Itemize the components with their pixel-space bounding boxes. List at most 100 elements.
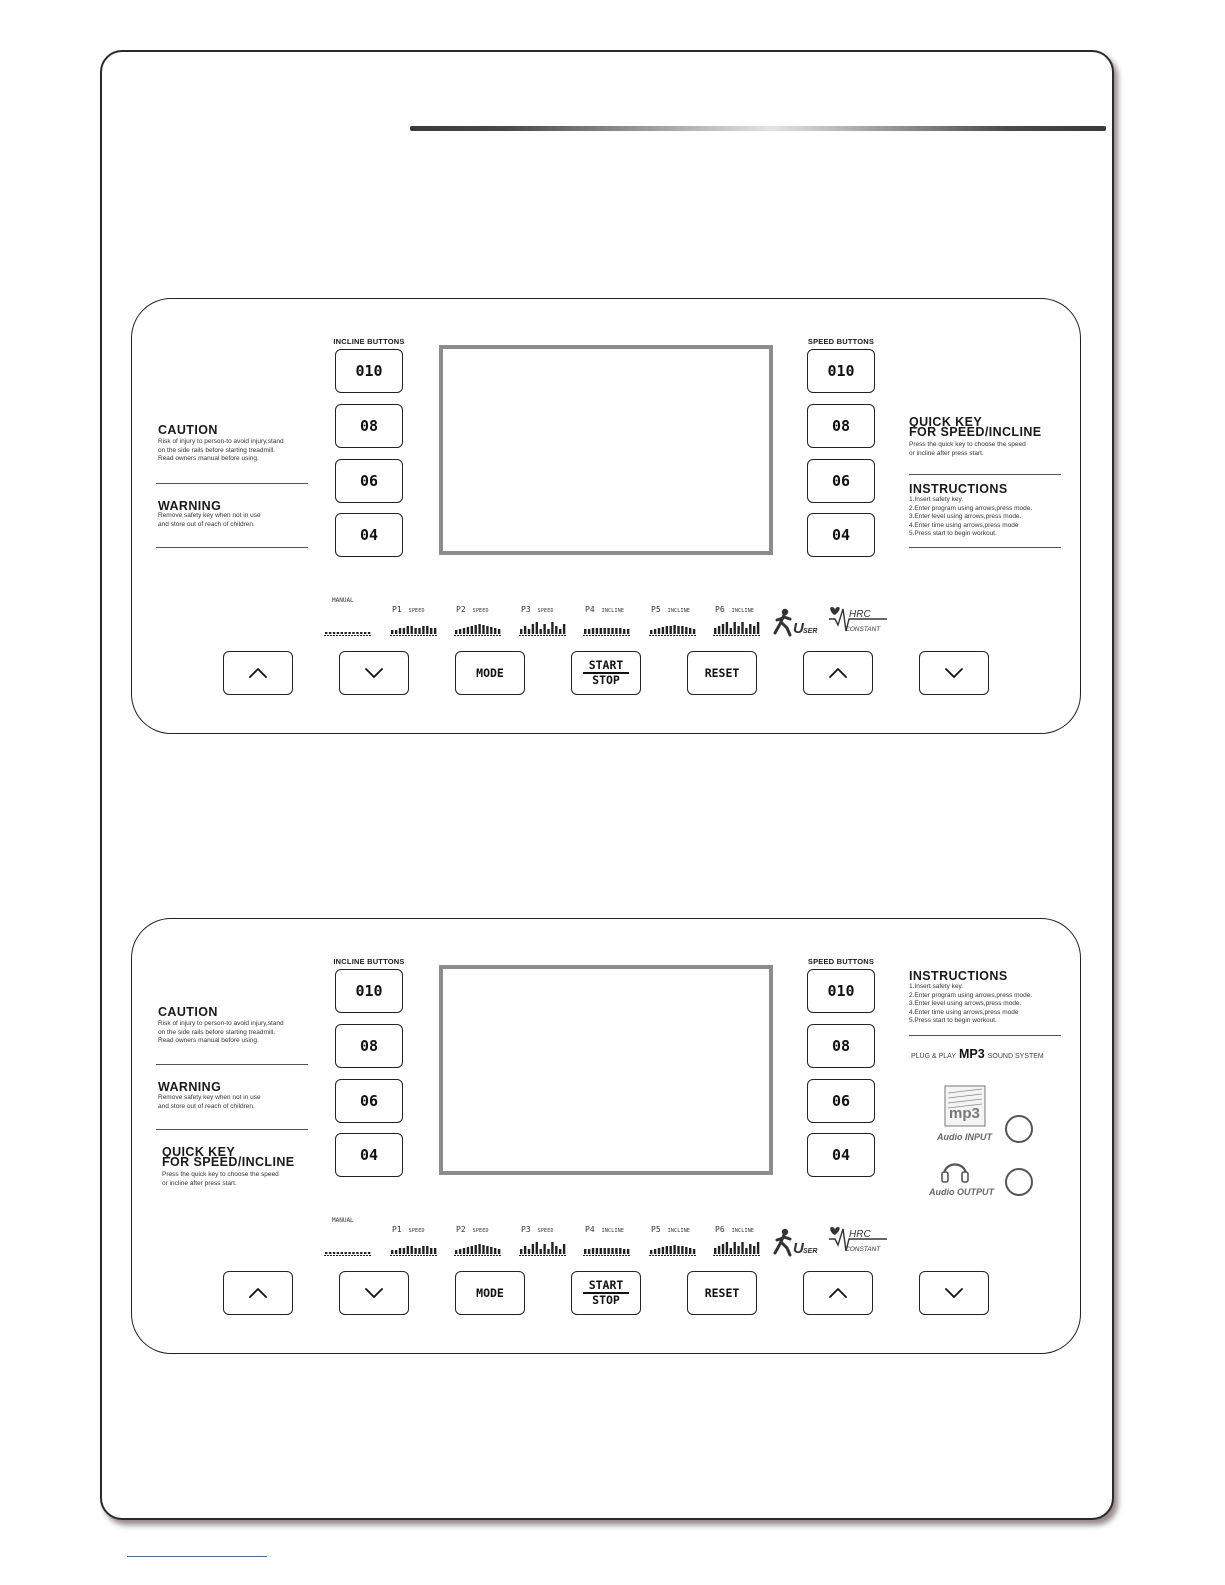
- profile-bar: [737, 626, 740, 634]
- incline-quick-button[interactable]: 06: [335, 1079, 403, 1123]
- profile-bar: [555, 626, 558, 634]
- profile-bar: [615, 628, 618, 634]
- profile-bar: [527, 629, 531, 634]
- profile-bar: [661, 1247, 665, 1254]
- speed-quick-button[interactable]: 06: [807, 459, 875, 503]
- speed-up-button[interactable]: [803, 1271, 873, 1315]
- profile-bar: [478, 624, 481, 634]
- incline-up-button[interactable]: [223, 651, 293, 695]
- profile-bar: [555, 1246, 558, 1254]
- incline-quick-button[interactable]: 010: [335, 969, 403, 1013]
- incline-quick-button[interactable]: 04: [335, 513, 403, 557]
- mode-button[interactable]: MODE: [455, 651, 525, 695]
- profile-bar: [433, 1248, 437, 1254]
- speed-quick-button[interactable]: 06: [807, 1079, 875, 1123]
- program-profile-graph[interactable]: [519, 620, 567, 636]
- program-profile-graph[interactable]: [454, 1240, 502, 1256]
- speed-quick-button[interactable]: 04: [807, 513, 875, 557]
- profile-bar: [391, 630, 394, 634]
- incline-quick-button[interactable]: 08: [335, 1024, 403, 1068]
- reset-button[interactable]: RESET: [687, 651, 757, 695]
- program-profile-graph[interactable]: [713, 620, 761, 636]
- profile-bar: [619, 1248, 622, 1254]
- profile-bar: [653, 1249, 657, 1254]
- incline-quick-button[interactable]: 04: [335, 1133, 403, 1177]
- program-profile-graph[interactable]: [519, 1240, 567, 1256]
- speed-quick-button[interactable]: 08: [807, 404, 875, 448]
- profile-bar: [685, 627, 688, 634]
- program-profile-graph[interactable]: [390, 1240, 438, 1256]
- program-profile-graph[interactable]: [649, 1240, 697, 1256]
- program-type: INCLINE: [601, 608, 625, 614]
- program-profile-graph[interactable]: [324, 1240, 372, 1256]
- profile-bar: [756, 1242, 760, 1254]
- lcd-display: [439, 345, 773, 555]
- speed-down-button[interactable]: [919, 651, 989, 695]
- incline-quick-button[interactable]: 08: [335, 404, 403, 448]
- speed-quick-button[interactable]: 010: [807, 969, 875, 1013]
- speed-quick-button[interactable]: 010: [807, 349, 875, 393]
- program-profile-graph[interactable]: [324, 620, 372, 636]
- speed-quick-button[interactable]: 04: [807, 1133, 875, 1177]
- profile-bar: [470, 1246, 473, 1254]
- section-divider: [909, 547, 1061, 548]
- profile-bar: [745, 1248, 748, 1254]
- program-type: INCLINE: [601, 1228, 625, 1234]
- profile-bar: [462, 1248, 466, 1254]
- profile-bar: [692, 1249, 696, 1254]
- incline-quick-button[interactable]: 010: [335, 349, 403, 393]
- mode-button[interactable]: MODE: [455, 1271, 525, 1315]
- profile-bar: [753, 626, 756, 634]
- profile-bar: [398, 628, 402, 634]
- profile-bar: [458, 1249, 462, 1254]
- profile-bar: [689, 628, 692, 634]
- reset-button[interactable]: RESET: [687, 1271, 757, 1315]
- program-profile-graph[interactable]: [454, 620, 502, 636]
- incline-down-button[interactable]: [339, 1271, 409, 1315]
- mp3-icon-text: mp3: [949, 1105, 980, 1122]
- profile-bar: [677, 1246, 680, 1254]
- speed-up-button[interactable]: [803, 651, 873, 695]
- headphones-icon: [941, 1163, 969, 1183]
- program-profile-graph[interactable]: [390, 620, 438, 636]
- profile-bar: [685, 1247, 688, 1254]
- audio-output-jack[interactable]: [1005, 1168, 1033, 1196]
- profile-bar: [623, 1249, 626, 1254]
- profile-bar: [531, 1244, 535, 1254]
- profile-bar: [615, 1248, 618, 1254]
- incline-down-button[interactable]: [339, 651, 409, 695]
- audio-input-jack[interactable]: [1005, 1115, 1033, 1143]
- profile-bar: [753, 1246, 756, 1254]
- profile-bar: [398, 1248, 402, 1254]
- profile-bar: [603, 1248, 606, 1254]
- profile-bar: [626, 629, 630, 634]
- incline-up-button[interactable]: [223, 1271, 293, 1315]
- program-profile-graph[interactable]: [583, 1240, 631, 1256]
- program-profile-graph[interactable]: [713, 1240, 761, 1256]
- speed-down-button[interactable]: [919, 1271, 989, 1315]
- profile-bar: [523, 1246, 527, 1254]
- speed-quick-button[interactable]: 08: [807, 1024, 875, 1068]
- profile-bar: [729, 1248, 732, 1254]
- profile-bar: [426, 1246, 429, 1254]
- profile-bar: [681, 626, 684, 634]
- incline-quick-button[interactable]: 06: [335, 459, 403, 503]
- mp3-prefix: PLUG & PLAY: [911, 1053, 957, 1060]
- chevron-down-icon: [945, 1288, 963, 1298]
- profile-bar: [430, 1248, 433, 1254]
- profile-bar: [360, 632, 363, 634]
- program-profile-graph[interactable]: [583, 620, 631, 636]
- program-profile-graph[interactable]: [649, 620, 697, 636]
